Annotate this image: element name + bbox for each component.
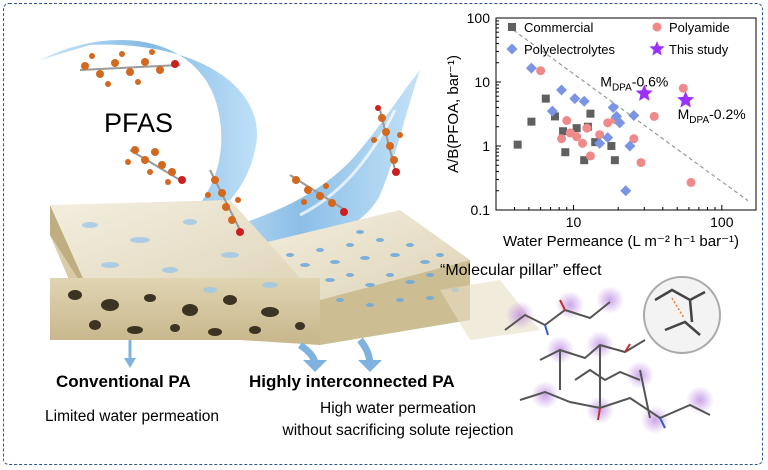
y-tick-label: 0.1 [471,202,491,218]
point-polyamide [582,123,592,133]
membrane-thin-top [255,210,470,300]
legend-label: Commercial [524,20,593,35]
interconnected-pa-label: Highly interconnected PA [249,372,455,391]
point-commercial [610,156,619,165]
pfas-label: PFAS [104,108,174,138]
point-polyamide [578,138,588,148]
point-polyelectrolytes [628,109,640,121]
point-commercial [572,124,581,133]
molecular-pillar-structure [504,286,714,434]
pillar-oxygen [559,299,631,421]
point-commercial [580,156,589,165]
point-polyelectrolytes [620,185,632,197]
point-polyamide [636,158,646,168]
point-commercial [513,140,522,149]
point-commercial [561,148,570,157]
pillar-nitrogen [544,324,666,429]
membrane-thin-side [320,260,470,345]
point-commercial [607,142,616,150]
y-axis-label: A/B(PFOA, bar⁻¹) [445,55,462,173]
point-polyelectrolytes [569,93,581,105]
pfas-molecules [79,49,403,236]
point-polyelectrolytes [624,140,636,152]
point-this-study [635,84,653,101]
point-polyelectrolytes [525,62,537,74]
point-polyelectrolytes [506,43,518,55]
x-tick-label: 10 [566,214,582,230]
point-polyelectrolytes [556,84,568,96]
point-polyamide [652,22,662,32]
conventional-pores [68,290,305,336]
point-polyelectrolytes [602,132,614,144]
point-polyamide [595,130,605,140]
point-commercial [586,109,595,118]
point-polyamide [686,177,696,187]
water-wave-right [180,70,420,250]
point-polyamide [557,134,567,144]
plot-area [495,17,757,211]
dashed-frame [3,3,763,465]
point-this-study [649,41,665,56]
legend-label: Polyelectrolytes [524,42,616,57]
permeation-arrows [124,337,382,372]
magnifier-circle [643,276,721,354]
magnifier-detail [654,288,706,336]
limited-permeation-text: Limited water permeation [45,408,220,425]
high-permeation-line2: without sacrificing solute rejection [282,422,514,439]
high-permeation-line1: High water permeation [320,400,476,417]
point-polyelectrolytes [578,95,590,107]
molecular-pillar-label: “Molecular pillar” effect [440,262,602,279]
point-polyamide [536,66,546,76]
point-polyelectrolytes [594,137,606,149]
point-commercial [559,127,568,136]
point-polyelectrolytes [611,110,623,122]
point-polyamide [572,132,582,142]
y-tick-label: 1 [482,138,490,154]
point-polyamide [629,134,639,144]
y-tick-label: 100 [467,10,491,26]
point-polyamide [649,111,659,121]
point-polyamide [603,118,613,128]
point-commercial [591,138,600,147]
conventional-surface-pores [82,219,278,293]
point-polyamide [585,151,595,161]
annotation-label: MDPA-0.6% [600,74,668,94]
point-commercial [551,112,560,121]
point-polyamide [678,83,688,93]
legend-label: Polyamide [669,20,730,35]
point-commercial [541,94,550,103]
trend-line [507,25,749,202]
point-polyelectrolytes [607,101,619,113]
point-polyamide [562,116,572,126]
point-commercial [527,117,536,126]
x-axis-label: Water Permeance (L m⁻² h⁻¹ bar⁻¹) [503,233,739,250]
point-polyelectrolytes [546,105,558,117]
legend-label: This study [669,42,729,57]
y-tick-label: 10 [474,74,490,90]
point-polyelectrolytes [614,117,626,129]
conventional-pa-label: Conventional PA [56,372,191,391]
x-tick-label: 100 [710,214,734,230]
point-commercial [508,23,516,31]
point-this-study [677,91,695,108]
annotation-label: MDPA-0.2% [678,106,746,126]
